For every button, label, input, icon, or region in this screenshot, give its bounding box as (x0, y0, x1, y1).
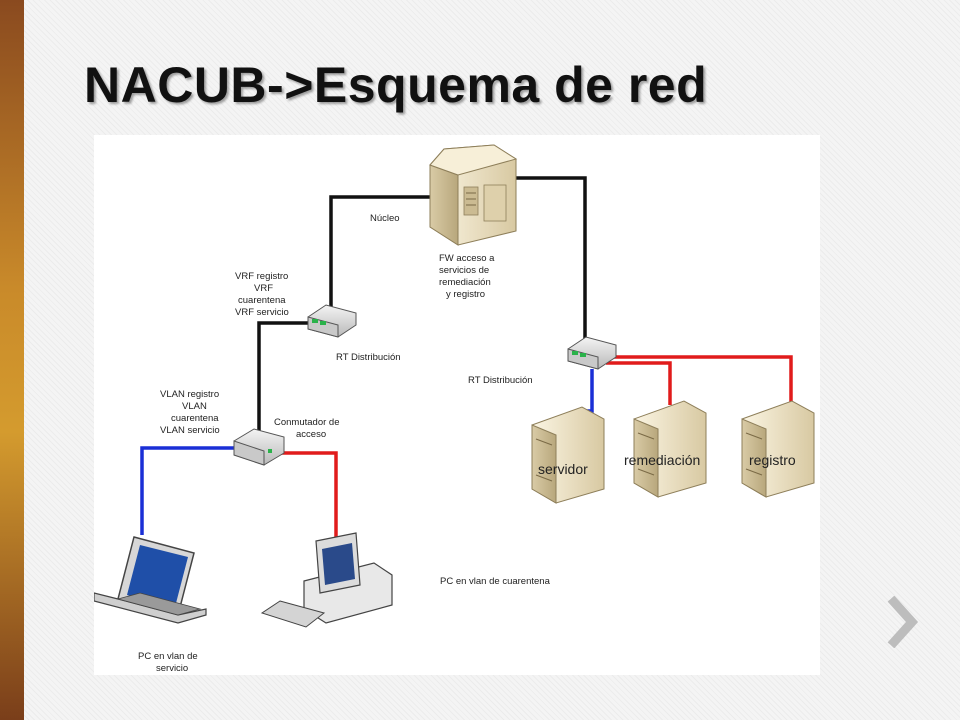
link-router-to-remediacion (606, 361, 672, 405)
label-vlan-line4: VLAN servicio (160, 425, 220, 436)
next-slide-button[interactable] (884, 595, 924, 649)
label-fw-line4: y registro (446, 289, 485, 300)
label-rt-distribucion-left: RT Distribución (336, 352, 401, 363)
link-switch-to-laptop (140, 446, 236, 535)
label-pc-service-line1: PC en vlan de (138, 651, 198, 662)
black-links (257, 176, 587, 447)
label-nucleo: Núcleo (370, 213, 400, 224)
servidor-server-icon (531, 406, 605, 504)
slide-title: NACUB->Esquema de red (84, 57, 708, 113)
network-diagram: servidor remediación registro Núcleo FW … (94, 135, 820, 675)
label-vlan-line1: VLAN registro (160, 389, 219, 400)
link-core-to-left-router (329, 195, 434, 313)
label-vrf-line1: VRF registro (235, 271, 288, 282)
desktop-pc-icon (260, 532, 393, 628)
decorative-side-bar (0, 0, 24, 720)
label-vrf-line3: cuarentena (238, 295, 286, 306)
server-label-registro: registro (749, 452, 796, 468)
label-switch-line1: Conmutador de (274, 417, 339, 428)
link-core-to-right-router (514, 176, 587, 347)
label-vlan-line2: VLAN (182, 401, 207, 412)
link-switch-to-pc (279, 451, 338, 543)
link-left-router-to-switch (257, 321, 326, 447)
link-router-to-registro (612, 355, 793, 403)
label-vrf-line2: VRF (254, 283, 273, 294)
label-fw-line1: FW acceso a (439, 253, 495, 264)
server-label-servidor: servidor (538, 461, 588, 477)
left-distribution-router-icon (307, 304, 357, 338)
label-fw-line3: remediación (439, 277, 491, 288)
red-links (279, 355, 793, 543)
label-vrf-line4: VRF servicio (235, 307, 289, 318)
chevron-right-icon (887, 595, 919, 649)
label-pc-service-line2: servicio (156, 663, 188, 674)
registro-server-icon (741, 400, 815, 498)
access-switch-icon (233, 428, 285, 466)
core-firewall-server-icon (429, 144, 518, 246)
label-rt-distribucion-right: RT Distribución (468, 375, 533, 386)
label-fw-line2: servicios de (439, 265, 489, 276)
right-distribution-router-icon (567, 336, 617, 370)
label-switch-line2: acceso (296, 429, 326, 440)
label-pc-quarantine: PC en vlan de cuarentena (440, 576, 551, 587)
remediacion-server-icon (633, 400, 707, 498)
label-vlan-line3: cuarentena (171, 413, 219, 424)
laptop-icon (94, 536, 207, 624)
server-label-remediacion: remediación (624, 452, 700, 468)
